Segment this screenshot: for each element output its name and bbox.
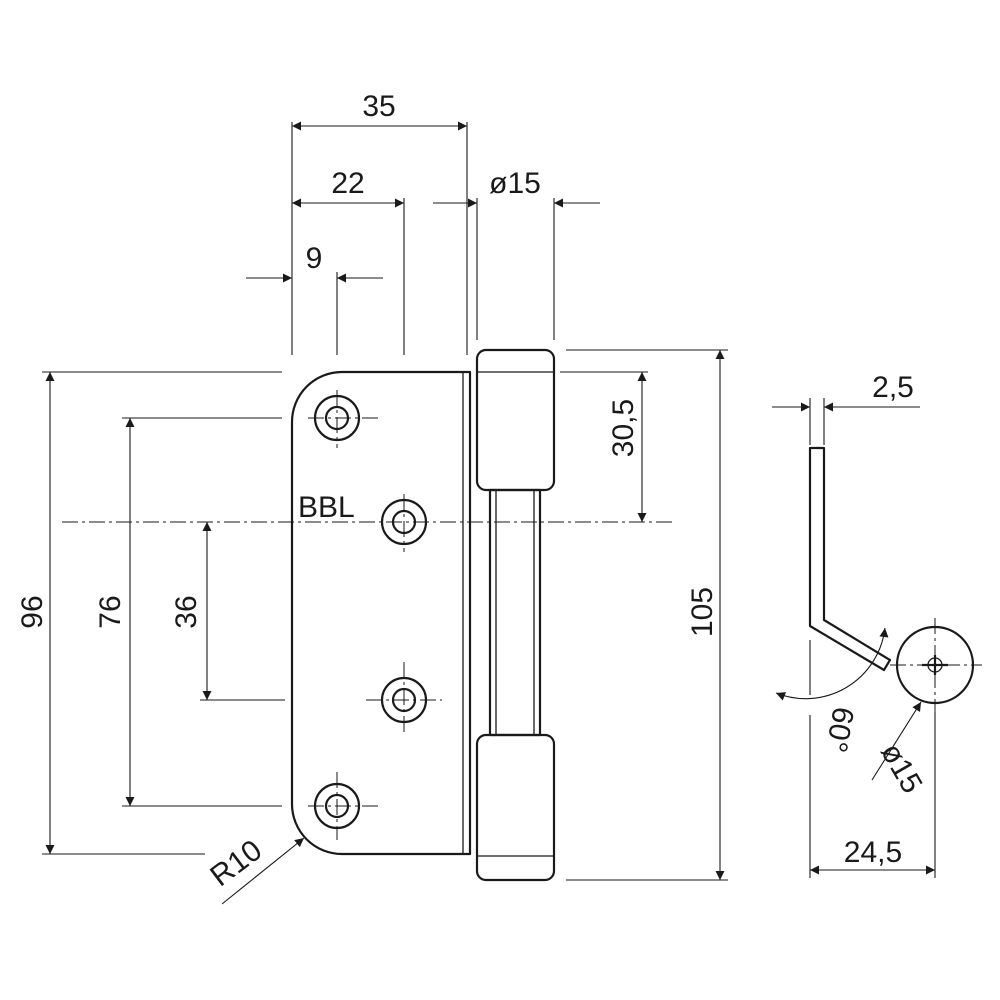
- dimension-knuckle-diameter-label: ø15: [489, 167, 541, 200]
- dimension-22: 22: [292, 167, 405, 355]
- dimension-30-5: 30,5: [560, 371, 648, 522]
- dimension-105-label: 105: [686, 587, 719, 637]
- dimension-side-diameter: ø15: [871, 701, 928, 799]
- dimension-60-deg: 60°: [775, 627, 889, 755]
- dimension-76: 76: [94, 417, 282, 807]
- dimension-96-label: 96: [16, 595, 49, 628]
- screw-hole-2: [380, 494, 428, 552]
- dimension-2-5: 2,5: [772, 371, 920, 445]
- dimension-105: 105: [566, 349, 728, 881]
- screw-hole-4: [308, 772, 378, 840]
- dimension-36: 36: [170, 522, 285, 701]
- hinge-knuckle: [475, 348, 556, 882]
- dimension-36-label: 36: [170, 595, 203, 628]
- hinge-mark-label: BBL: [298, 491, 355, 524]
- dimension-r10: R10: [204, 834, 305, 905]
- dimension-96: 96: [16, 371, 282, 855]
- dimension-24-5-label: 24,5: [844, 836, 902, 869]
- dimension-30-5-label: 30,5: [607, 399, 640, 457]
- dimension-22-label: 22: [331, 167, 364, 200]
- dimension-knuckle-diameter: ø15: [433, 167, 600, 340]
- dimension-35-label: 35: [362, 90, 395, 123]
- hinge-side-view: [808, 446, 982, 712]
- dimension-60-deg-label: 60°: [819, 704, 859, 754]
- dimension-76-label: 76: [94, 595, 127, 628]
- dimension-r10-label: R10: [204, 834, 268, 893]
- screw-hole-3: [366, 662, 442, 736]
- dimension-side-diameter-label: ø15: [874, 738, 928, 799]
- dimension-9: 9: [246, 242, 383, 355]
- screw-hole-1: [308, 390, 378, 448]
- hinge-leaf: [290, 370, 472, 856]
- dimension-9-label: 9: [306, 242, 323, 275]
- dimension-35: 35: [291, 90, 468, 355]
- dimension-24-5: 24,5: [809, 712, 936, 878]
- dimension-2-5-label: 2,5: [872, 371, 914, 404]
